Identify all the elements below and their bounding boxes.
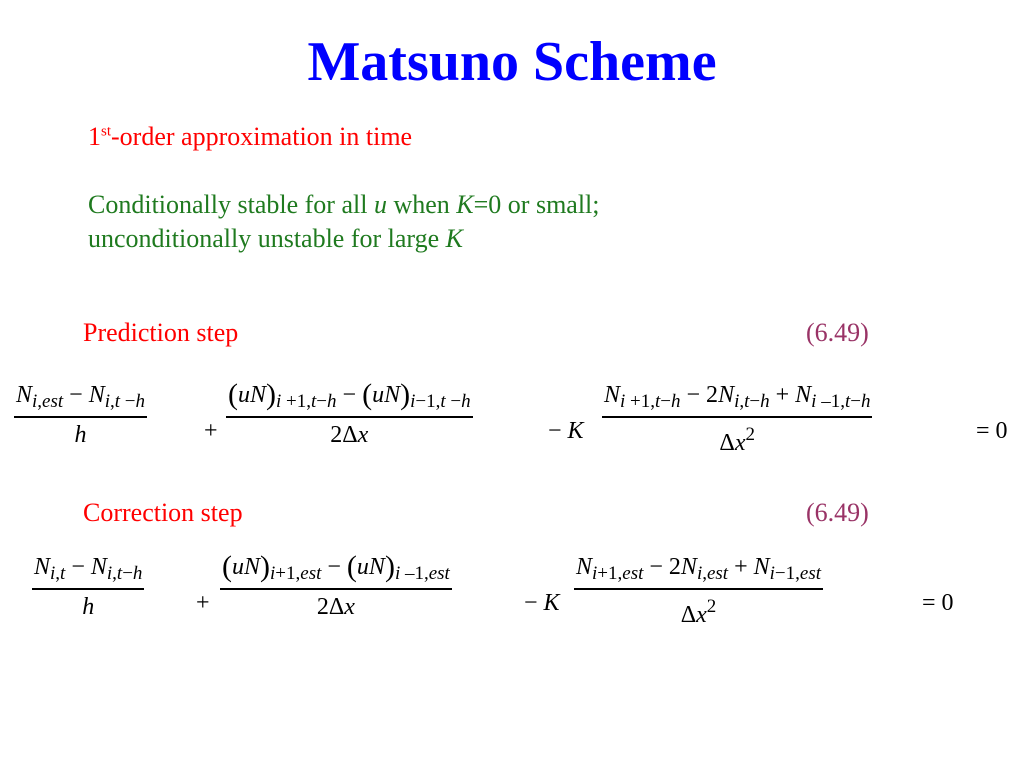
correction-advection-term: (uN)i+1,est − (uN)i –1,est 2Δx (220, 550, 452, 620)
correction-diffusion-term: Ni+1,est − 2Ni,est + Ni−1,est Δx2 (574, 554, 823, 628)
correction-time-difference: Ni,t − Ni,t−h h (32, 554, 145, 620)
prediction-equation: Ni,est − Ni,t −h h + (uN)i +1,t−h − (uN)… (14, 378, 1008, 456)
correction-equation-number: (6.49) (806, 498, 869, 527)
stability-line-1: Conditionally stable for all u when K=0 … (88, 190, 600, 219)
prediction-equation-number: (6.49) (806, 318, 869, 347)
prediction-diffusion-term: Ni +1,t−h − 2Ni,t−h + Ni –1,t−h Δx2 (602, 382, 873, 456)
correction-equation: Ni,t − Ni,t−h h + (uN)i+1,est − (uN)i –1… (32, 550, 954, 628)
prediction-step-label: Prediction step (83, 318, 239, 347)
order-bullet: 1st-order approximation in time (88, 122, 413, 151)
prediction-advection-term: (uN)i +1,t−h − (uN)i−1,t −h 2Δx (226, 378, 473, 448)
stability-line-2: unconditionally unstable for large K (88, 224, 463, 253)
page-title: Matsuno Scheme (307, 31, 717, 93)
correction-step-label: Correction step (83, 498, 243, 527)
prediction-time-difference: Ni,est − Ni,t −h h (14, 382, 147, 448)
